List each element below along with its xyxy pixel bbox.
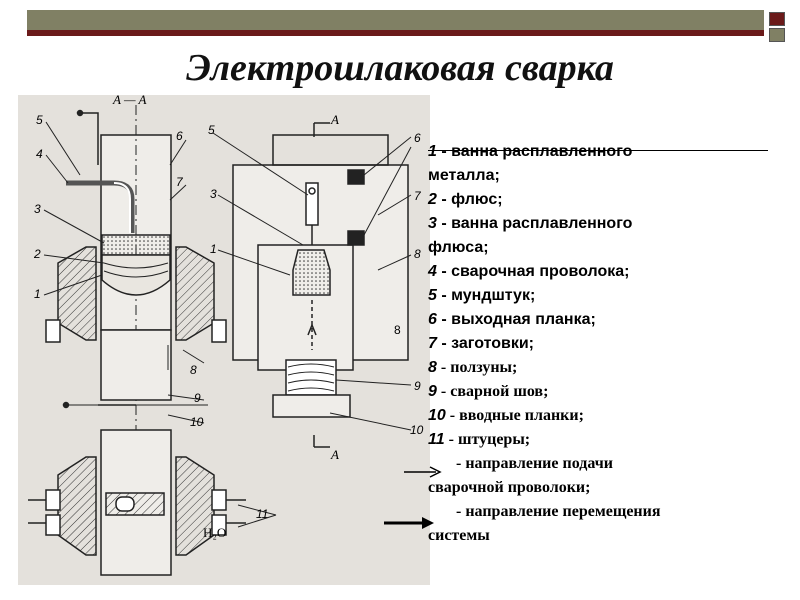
- legend-item-1: 1 - ванна расплавленного: [428, 143, 633, 160]
- legend-arrow-move: - направление перемещения: [456, 503, 661, 520]
- legend: 1 - ванна расплавленного металла; 2 - фл…: [428, 140, 788, 548]
- right-view-leaders: [212, 132, 412, 431]
- callout-7-mid: 7: [176, 175, 183, 189]
- legend-arrow-move-cont: системы: [428, 527, 490, 544]
- callout-6-mid: 6: [176, 129, 183, 143]
- callout-3-right: 3: [210, 187, 217, 201]
- callout-6-right: 6: [414, 131, 421, 145]
- legend-item-11: 11 - штуцеры;: [428, 431, 531, 448]
- callout-10-right: 10: [410, 423, 424, 437]
- callout-5-left: 5: [36, 113, 43, 127]
- callout-10-mid: 10: [190, 415, 204, 429]
- callout-9-mid: 9: [194, 391, 201, 405]
- legend-arrow-feed-cont: сварочной проволоки;: [428, 479, 591, 496]
- thick-arrow-icon: [384, 517, 434, 529]
- corner-square-olive: [769, 28, 785, 42]
- legend-item-8: 8 - ползуны;: [428, 359, 518, 376]
- title-bar-maroon-stripe: [27, 30, 764, 36]
- callout-8-right: 8: [414, 247, 421, 261]
- callout-3-left: 3: [34, 202, 41, 216]
- callout-8-mid: 8: [190, 363, 197, 377]
- callout-2-left: 2: [34, 247, 41, 261]
- legend-item-6: 6 - выходная планка;: [428, 311, 596, 328]
- legend-item-1-cont: металла;: [428, 167, 500, 184]
- thin-arrow-icon: [404, 466, 442, 478]
- callout-1-left: 1: [34, 287, 41, 301]
- section-label: A — A: [113, 92, 147, 107]
- legend-top-line: [428, 150, 768, 151]
- title-bar-decoration: [27, 10, 787, 42]
- left-view-leaders: [43, 121, 277, 528]
- legend-item-3: 3 - ванна расплавленного: [428, 215, 633, 232]
- callout-7-right: 7: [414, 189, 421, 203]
- title-bar-olive-stripe: [27, 10, 764, 30]
- cut-marker-top: A: [331, 112, 339, 127]
- callout-9-right: 9: [414, 379, 421, 393]
- legend-item-4: 4 - сварочная проволока;: [428, 263, 630, 280]
- right-front-view: [232, 122, 409, 448]
- callout-11-mid: 11: [256, 507, 269, 521]
- slide-title: Электрошлаковая сварка: [186, 47, 614, 89]
- cut-marker-bottom: A: [331, 447, 339, 462]
- diagram-drawing: [28, 105, 412, 576]
- callout-5-right: 5: [208, 123, 215, 137]
- water-label: H₂O: [203, 525, 227, 540]
- legend-item-2: 2 - флюс;: [428, 191, 503, 208]
- legend-item-10: 10 - вводные планки;: [428, 407, 584, 424]
- left-section-view: [28, 105, 246, 576]
- callout-4-left: 4: [36, 147, 43, 161]
- legend-item-7: 7 - заготовки;: [428, 335, 534, 352]
- stray-number: 8: [394, 323, 401, 337]
- legend-item-9: 9 - сварной шов;: [428, 383, 549, 400]
- legend-arrow-feed: - направление подачи: [456, 455, 613, 472]
- legend-item-5: 5 - мундштук;: [428, 287, 536, 304]
- callout-1-right: 1: [210, 242, 217, 256]
- corner-square-maroon: [769, 12, 785, 26]
- legend-item-3-cont: флюса;: [428, 239, 489, 256]
- electroslag-welding-diagram: A — A A A H₂O 8 5 4 3 2 1 6 7 8 9 10 11 …: [18, 92, 430, 585]
